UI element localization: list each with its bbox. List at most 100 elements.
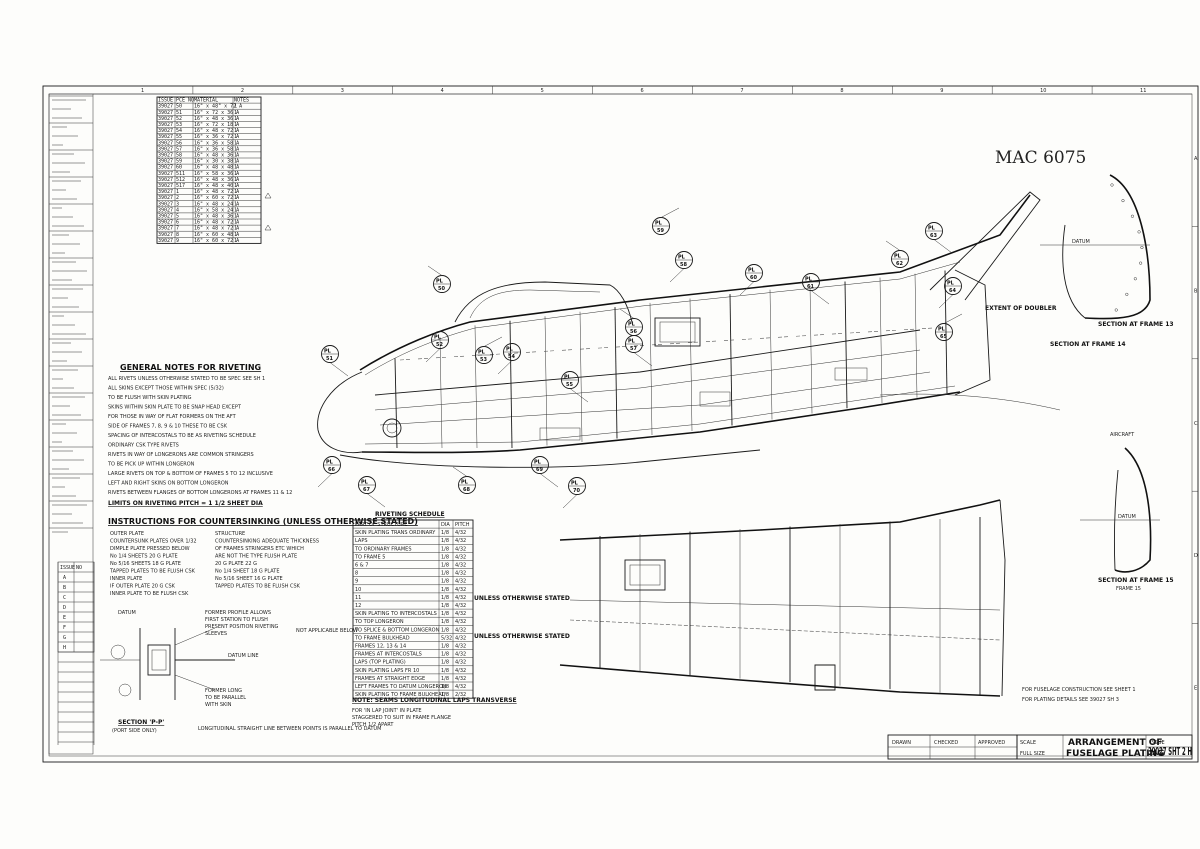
rivet-schedule-cell: 1/8: [441, 571, 449, 577]
material-cell: 8: [176, 232, 179, 238]
rivet-schedule-cell: TO TOP LONGERON: [354, 619, 404, 625]
left-strip-scribbles: [49, 95, 93, 533]
pp-note-lower-line: WITH SKIN: [205, 702, 232, 708]
material-cell: 52: [176, 116, 182, 122]
material-cell: 1: [234, 171, 237, 177]
countersinking-instructions: INSTRUCTIONS FOR COUNTERSINKING (UNLESS …: [108, 517, 418, 597]
zone-number: 4: [441, 88, 444, 94]
countersink-right-line: TAPPED PLATES TO BE FLUSH CSK: [214, 584, 301, 590]
section-frame-15: SECTION AT FRAME 15 FRAME 15: [1080, 447, 1174, 592]
rivet-schedule-cell: 10: [355, 587, 361, 593]
rivet-schedule-cell: 4/32: [455, 554, 466, 560]
rev-row: C: [63, 595, 66, 601]
rev-row: H: [63, 645, 66, 651]
svg-text:PL: PL: [434, 335, 442, 341]
svg-text:50: 50: [438, 286, 445, 292]
zone-letter: D: [1194, 553, 1198, 559]
svg-text:58: 58: [680, 262, 687, 268]
material-cell: 4: [176, 207, 179, 213]
title-line-1: ARRANGEMENT OF: [1068, 738, 1163, 748]
material-header: MATERIAL: [194, 98, 218, 104]
riveting-note-line: ORDINARY CSK TYPE RIVETS: [108, 443, 179, 449]
rivet-schedule-cell: 1/8: [441, 587, 449, 593]
svg-text:PL: PL: [361, 480, 369, 486]
nose-cone: [317, 371, 363, 454]
rivet-schedule-cell: 4/32: [455, 660, 466, 666]
rivet-schedule-cell: 4/32: [455, 538, 466, 544]
section-frame-15-label: SECTION AT FRAME 15: [1098, 577, 1174, 584]
tail-plane: [879, 393, 1061, 411]
countersink-right-line: OF FRAMES STRINGERS ETC WHICH: [215, 546, 304, 552]
rivet-schedule-cell: 1/8: [441, 603, 449, 609]
seam-note-title: NOTE: SEAMS LONGITUDINAL LAPS TRANSVERSE: [352, 697, 517, 704]
material-cell: 1: [234, 116, 237, 122]
material-cell: 39027: [158, 128, 173, 134]
rivet-schedule-cell: FRAMES 12, 13 & 14: [355, 644, 406, 650]
countersink-right-line: STRUCTURE: [215, 531, 245, 537]
rivet-schedule-cell: 4/32: [455, 619, 466, 625]
svg-text:57: 57: [630, 346, 637, 352]
rev-row: B: [63, 585, 66, 591]
rivet-schedule-cell: 4/32: [455, 627, 466, 633]
material-header: NOTES: [234, 98, 249, 104]
title-scale-value: FULL SIZE: [1020, 751, 1045, 757]
countersink-right-line: No 1/4 SHEET 18 G PLATE: [215, 569, 280, 575]
rivet-schedule-cell: 4/32: [455, 563, 466, 569]
title-line-2: FUSELAGE PLATING: [1066, 749, 1164, 759]
fuselage-ref-2: FOR PLATING DETAILS SEE 39027 SH 3: [1022, 697, 1119, 703]
riveting-footer: LIMITS ON RIVETING PITCH = 1 1/2 SHEET D…: [108, 500, 263, 507]
countersink-left-line: No 1/4 SHEETS 20 G PLATE: [110, 554, 178, 560]
material-cell: 16" x 48" x 72 A: [194, 104, 242, 110]
material-cell: 16" x 48 x 36 A: [194, 177, 239, 183]
rivet-schedule-cell: 1/8: [441, 563, 449, 569]
aircraft-label: AIRCRAFT: [1110, 432, 1135, 438]
countersink-left-line: No 5/16 SHEETS 18 G PLATE: [110, 561, 181, 567]
material-cell: 16" x 48 x 36 A: [194, 214, 239, 220]
material-cell: 5: [176, 214, 179, 220]
lower-view-mid-2: [569, 619, 1001, 641]
rev-row: D: [63, 605, 66, 611]
zone-number: 10: [1040, 88, 1046, 94]
rev-header: ISSUE: [60, 565, 75, 571]
hatch-box-2: [834, 367, 868, 381]
material-cell: 16" x 72 x 36 A: [194, 110, 239, 116]
svg-text:56: 56: [630, 329, 637, 335]
svg-text:PL: PL: [928, 226, 936, 232]
countersink-left-line: OUTER PLATE: [110, 531, 144, 537]
zone-number: 2: [241, 88, 244, 94]
material-cell: 16" x 58 x 36 A: [194, 171, 239, 177]
countersink-right-line: ARE NOT THE TYPE FLUSH PLATE: [215, 554, 297, 560]
rivet-schedule-cell: 1/8: [441, 595, 449, 601]
riveting-note-line: TO BE PICK UP WITHIN LONGERON: [107, 462, 195, 468]
countersink-right-line: COUNTERSINKING ADEQUATE THICKNESS: [215, 539, 319, 545]
material-cell: 1: [234, 104, 237, 110]
rev-row: G: [63, 635, 66, 641]
fuselage-side-view: [317, 191, 1061, 468]
unless-note-1: UNLESS OTHERWISE STATED: [474, 633, 570, 640]
rivet-schedule-cell: TO FRAME 5: [354, 554, 385, 560]
section-frame-13-label: SECTION AT FRAME 13: [1098, 321, 1174, 328]
not-applicable-note: NOT APPLICABLE BELOW: [296, 628, 358, 634]
title-cell-drawn: DRAWN: [892, 740, 911, 746]
hatch-box-1: [699, 391, 731, 407]
material-cell: 16" x 48 x 72 A: [194, 220, 239, 226]
countersink-left-line: IF OUTER PLATE 20 G CSK: [110, 584, 176, 590]
material-cell: 16" x 36 x 58 A: [194, 140, 239, 146]
material-cell: 16" x 72 x 18 A: [194, 122, 239, 128]
riveting-note-line: RIVETS IN WAY OF LONGERONS ARE COMMON ST…: [108, 452, 254, 458]
riveting-notes-title: GENERAL NOTES FOR RIVETING: [120, 363, 261, 372]
fuselage-frames: [394, 270, 948, 449]
svg-text:51: 51: [326, 356, 333, 362]
longeron-top: [374, 329, 921, 396]
svg-text:PL: PL: [678, 255, 686, 261]
zone-letter: C: [1194, 421, 1198, 427]
material-cell: 16" x 60 x 72 A: [194, 195, 239, 201]
fuselage-top-line: [359, 194, 1031, 371]
rivet-schedule-cell: 4/32: [455, 546, 466, 552]
